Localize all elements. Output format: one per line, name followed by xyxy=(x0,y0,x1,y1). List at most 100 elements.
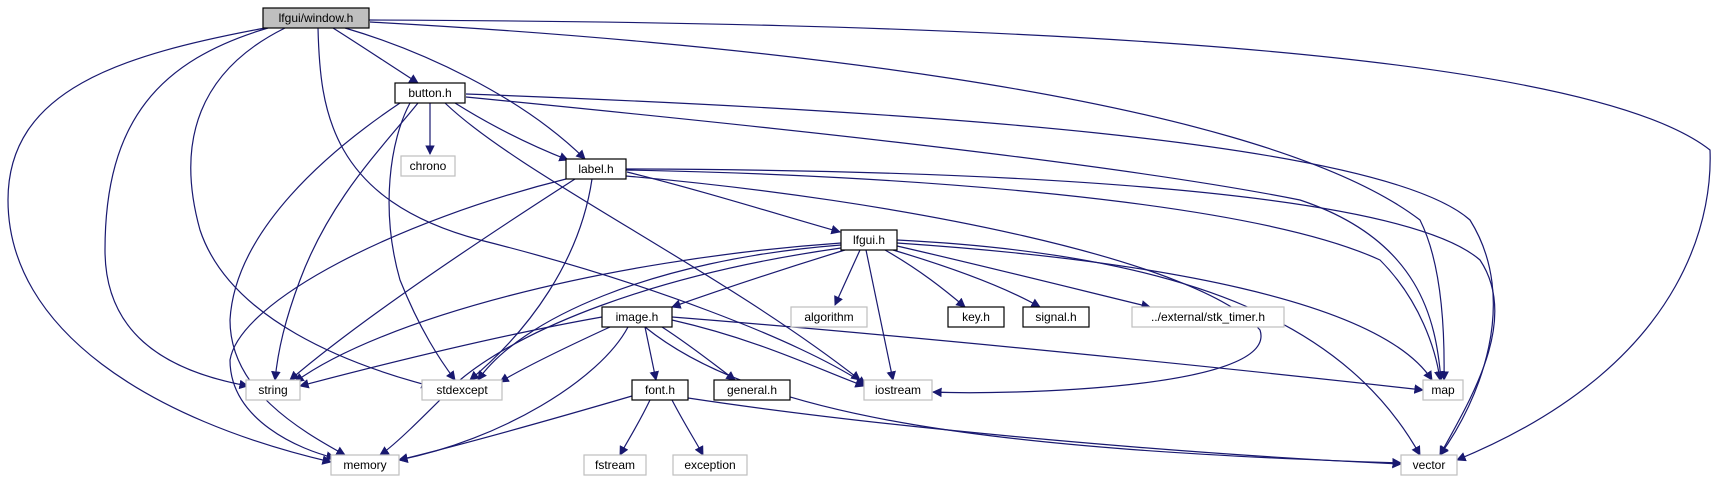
node-label-chrono: chrono xyxy=(410,159,447,173)
edges-layer xyxy=(7,19,1711,469)
node-map: map xyxy=(1422,379,1464,401)
node-box-lfgui_h xyxy=(840,229,898,251)
node-label-algorithm: algorithm xyxy=(804,310,853,324)
node-label-window_h: lfgui/window.h xyxy=(279,11,354,25)
edge-lfgui_h-to-map xyxy=(896,242,1433,381)
node-label-label_h: label.h xyxy=(578,162,613,176)
edge-label_h-to-memory xyxy=(229,178,567,461)
node-label-vector: vector xyxy=(1413,458,1446,472)
node-box-label_h xyxy=(565,158,627,180)
edge-button_h-to-string xyxy=(271,102,419,381)
edge-font_h-to-fstream xyxy=(619,399,651,456)
node-label-iostream: iostream xyxy=(875,383,921,397)
edge-window_h-to-map xyxy=(369,21,1449,381)
node-box-button_h xyxy=(394,82,466,104)
edge-lfgui_h-to-vector xyxy=(896,239,1421,456)
node-signal_h[interactable]: signal.h xyxy=(1022,306,1090,328)
node-box-stdexcept xyxy=(421,379,503,401)
node-label-lfgui_h: lfgui.h xyxy=(853,233,885,247)
edge-button_h-to-vector xyxy=(465,93,1494,456)
edge-button_h-to-map xyxy=(465,96,1446,381)
edge-font_h-to-exception xyxy=(671,399,704,456)
nodes-layer: lfgui/window.h button.h chrono label.h lfgui… xyxy=(245,7,1464,476)
edge-lfgui_h-to-stdexcept xyxy=(477,244,842,381)
node-box-stk_timer xyxy=(1131,306,1285,328)
node-key_h[interactable]: key.h xyxy=(947,306,1005,328)
edge-image_h-to-general_h xyxy=(661,326,736,381)
edge-image_h-to-font_h xyxy=(644,326,659,381)
node-label-signal_h: signal.h xyxy=(1035,310,1076,324)
edge-lfgui_h-to-string xyxy=(294,242,842,383)
node-label-image_h: image.h xyxy=(616,310,659,324)
node-label-button_h: button.h xyxy=(408,86,451,100)
node-label-stdexcept: stdexcept xyxy=(436,383,488,397)
edge-lfgui_h-to-memory xyxy=(379,247,842,456)
node-iostream: iostream xyxy=(863,379,933,401)
node-box-fstream xyxy=(583,454,647,476)
node-fstream: fstream xyxy=(583,454,647,476)
edge-label_h-to-lfgui_h xyxy=(626,171,841,235)
edge-lfgui_h-to-iostream xyxy=(865,249,896,381)
node-box-vector xyxy=(1400,454,1458,476)
edge-font_h-to-memory xyxy=(398,395,633,463)
edge-image_h-to-map xyxy=(671,316,1424,394)
edge-label_h-to-stdexcept xyxy=(469,178,593,381)
edge-window_h-to-stdexcept xyxy=(190,27,431,389)
node-box-signal_h xyxy=(1022,306,1090,328)
edge-window_h-to-vector xyxy=(368,19,1711,462)
node-box-iostream xyxy=(863,379,933,401)
node-box-font_h xyxy=(631,379,689,401)
node-stdexcept: stdexcept xyxy=(421,379,503,401)
node-box-map xyxy=(1422,379,1464,401)
node-button_h[interactable]: button.h xyxy=(394,82,466,104)
edge-label_h-to-string xyxy=(289,178,576,381)
edge-image_h-to-iostream xyxy=(671,319,865,388)
edge-window_h-to-button_h xyxy=(332,27,419,84)
node-label-stk_timer: ../external/stk_timer.h xyxy=(1151,310,1265,324)
edge-image_h-to-vector xyxy=(644,326,1402,468)
edge-font_h-to-vector xyxy=(687,397,1402,469)
node-general_h[interactable]: general.h xyxy=(713,379,791,401)
edge-lfgui_h-to-algorithm xyxy=(834,249,861,306)
edge-window_h-to-iostream xyxy=(317,27,867,386)
edge-lfgui_h-to-image_h xyxy=(671,249,846,309)
node-box-key_h xyxy=(947,306,1005,328)
edge-label_h-to-map xyxy=(625,169,1444,381)
node-box-string xyxy=(245,379,301,401)
node-label_h[interactable]: label.h xyxy=(565,158,627,180)
node-chrono: chrono xyxy=(400,155,456,177)
node-string: string xyxy=(245,379,301,401)
node-label-font_h: font.h xyxy=(645,383,675,397)
node-label-string: string xyxy=(258,383,287,397)
edge-button_h-to-memory xyxy=(229,102,401,456)
edge-button_h-to-stdexcept xyxy=(388,102,456,381)
node-stk_timer: ../external/stk_timer.h xyxy=(1131,306,1285,328)
edge-lfgui_h-to-signal_h xyxy=(892,249,1041,308)
edge-label_h-to-vector xyxy=(625,168,1496,456)
node-box-memory xyxy=(330,454,400,476)
node-memory: memory xyxy=(330,454,400,476)
node-label-exception: exception xyxy=(684,458,735,472)
edge-lfgui_h-to-key_h xyxy=(884,249,966,308)
node-font_h[interactable]: font.h xyxy=(631,379,689,401)
node-box-algorithm xyxy=(790,306,868,328)
edge-lfgui_h-to-stk_timer xyxy=(896,245,1151,310)
node-box-general_h xyxy=(713,379,791,401)
node-window_h[interactable]: lfgui/window.h xyxy=(262,7,370,29)
node-lfgui_h[interactable]: lfgui.h xyxy=(840,229,898,251)
node-box-exception xyxy=(672,454,748,476)
node-box-window_h xyxy=(262,7,370,29)
edge-button_h-to-iostream xyxy=(444,102,861,381)
edge-window_h-to-memory xyxy=(7,27,332,465)
node-label-key_h: key.h xyxy=(962,310,990,324)
node-box-image_h xyxy=(601,306,673,328)
edge-image_h-to-string xyxy=(299,316,603,389)
node-label-general_h: general.h xyxy=(727,383,777,397)
node-exception: exception xyxy=(672,454,748,476)
node-label-fstream: fstream xyxy=(595,458,635,472)
node-image_h[interactable]: image.h xyxy=(601,306,673,328)
node-label-memory: memory xyxy=(343,458,386,472)
edge-window_h-to-string xyxy=(104,27,269,390)
node-vector: vector xyxy=(1400,454,1458,476)
